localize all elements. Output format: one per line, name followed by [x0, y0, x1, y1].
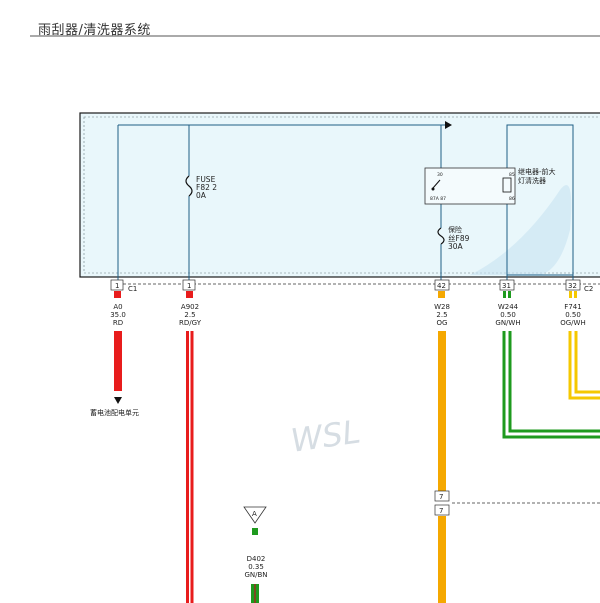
fuse2-line3: 30A — [448, 242, 464, 251]
relay-pin-85: 85 — [509, 172, 515, 178]
wire-w244 — [502, 331, 600, 439]
watermark-text: WSL — [288, 412, 362, 459]
fuse1-line2: F82 2 — [196, 183, 217, 192]
svg-text:42: 42 — [437, 282, 446, 290]
wire-a0-gauge: 35.0 — [110, 311, 126, 319]
relay-label-1: 继电器-前大 — [518, 167, 556, 176]
svg-text:31: 31 — [502, 282, 511, 290]
relay-pin-86: 86 — [509, 196, 515, 202]
fuse2-line2: 丝F89 — [448, 233, 470, 243]
relay-pin-87: 87A 87 — [430, 196, 446, 202]
wire-w28-color: OG — [437, 319, 448, 327]
relay-switch-contact — [432, 179, 441, 189]
pin-1b: 1 — [182, 279, 196, 298]
watermark-swoosh — [470, 185, 572, 275]
svg-text:7: 7 — [439, 507, 443, 515]
wire-f741-color: OG/WH — [560, 319, 585, 327]
wire-w28-lower — [438, 516, 446, 603]
pin-31: 31 — [499, 279, 515, 298]
battery-distribution-label: 蓄电池配电单元 — [90, 408, 139, 417]
splice-connector: 7 7 — [434, 490, 450, 516]
relay-box — [424, 167, 516, 205]
relay-pin-30: 30 — [437, 172, 443, 178]
wire-a0-name: A0 — [113, 303, 122, 311]
wire-a902-gauge: 2.5 — [184, 311, 195, 319]
wire-w28-name: W28 — [434, 303, 450, 311]
relay-contact-dot — [431, 187, 435, 191]
wire-d402-name: D402 — [247, 555, 266, 563]
wire-f741 — [568, 331, 600, 400]
wire-d402 — [251, 584, 259, 603]
arrow-down-icon — [114, 397, 122, 404]
wire-f741-name: F741 — [564, 303, 581, 311]
connector-c1-label: C1 — [128, 285, 137, 293]
wire-a0-color: RD — [113, 319, 123, 327]
node-a-triangle — [243, 506, 267, 524]
wire-a902-color: RD/GY — [179, 319, 202, 327]
svg-text:7: 7 — [439, 493, 443, 501]
svg-text:32: 32 — [568, 282, 577, 290]
page-title: 雨刮器/清洗器系统 — [38, 23, 151, 38]
svg-text:1: 1 — [187, 282, 191, 290]
fuse1-line3: 0A — [196, 191, 207, 200]
pin-32: 32 — [565, 279, 581, 298]
fuse-f82-symbol — [185, 175, 193, 197]
wire-f741-gauge: 0.50 — [565, 311, 581, 319]
internal-bus — [117, 121, 574, 280]
fuse-f89-symbol — [437, 227, 445, 245]
module-inner-border — [83, 116, 600, 274]
wire-d402-gauge: 0.35 — [248, 563, 264, 571]
wire-a0 — [114, 331, 122, 391]
connector-c2-label: C2 — [584, 285, 593, 293]
wire-w28-upper — [438, 331, 446, 491]
wire-w244-name: W244 — [498, 303, 519, 311]
svg-text:1: 1 — [115, 282, 119, 290]
pin-1a: 1 — [110, 279, 124, 298]
node-a-pin — [252, 528, 258, 535]
wire-a902 — [186, 331, 194, 603]
relay-label-2: 灯清洗器 — [518, 176, 546, 185]
relay-coil — [502, 177, 512, 193]
node-a-letter: A — [252, 510, 257, 518]
pin-42: 42 — [434, 279, 450, 298]
wire-d402-color: GN/BN — [244, 571, 267, 579]
wire-w244-color: GN/WH — [495, 319, 520, 327]
fuse2-line1: 保险 — [448, 225, 462, 234]
wire-a902-name: A902 — [181, 303, 199, 311]
fuse1-line1: FUSE — [196, 175, 216, 184]
wire-w244-gauge: 0.50 — [500, 311, 516, 319]
wire-w28-gauge: 2.5 — [436, 311, 447, 319]
